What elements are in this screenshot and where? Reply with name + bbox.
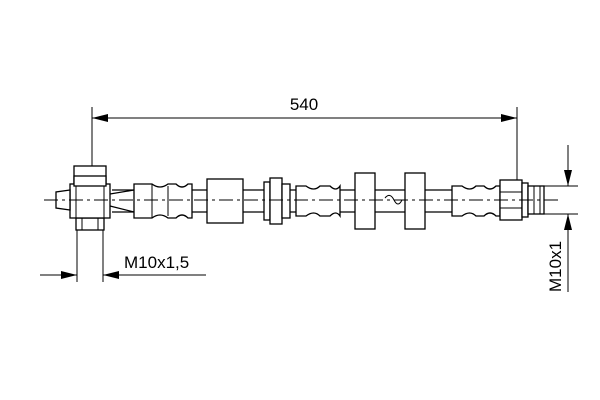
length-dimension: 540 bbox=[91, 95, 518, 180]
hose-bracket bbox=[263, 177, 291, 225]
left-thread-dimension: M10x1,5 bbox=[40, 230, 206, 282]
banjo-thread bbox=[75, 217, 105, 231]
right-ferrule bbox=[451, 185, 501, 217]
bracket-clip bbox=[269, 177, 283, 225]
left-thread-arrow bbox=[61, 271, 77, 279]
right-thread-arrow bbox=[564, 170, 572, 186]
middle-ferrule bbox=[295, 183, 341, 219]
length-arrow-right bbox=[501, 114, 517, 122]
left-thread-label: M10x1,5 bbox=[124, 253, 189, 272]
length-label: 540 bbox=[290, 95, 318, 114]
left-banjo-fitting bbox=[55, 165, 135, 231]
protective-sleeve bbox=[206, 178, 244, 224]
right-thread-label: M10x1 bbox=[546, 241, 565, 292]
banjo-washer bbox=[73, 175, 107, 187]
length-arrow-left bbox=[92, 114, 108, 122]
left-thread-arrow bbox=[103, 271, 119, 279]
left-ferrule bbox=[133, 183, 193, 219]
banjo-neck-top bbox=[109, 189, 135, 195]
right-thread-dimension: M10x1 bbox=[544, 145, 578, 292]
bracket-spring bbox=[281, 183, 291, 219]
ferrule-crimped bbox=[133, 183, 193, 219]
banjo-neck-bottom bbox=[109, 205, 135, 213]
holder-block-left bbox=[354, 172, 376, 230]
right-thread-arrow bbox=[564, 214, 572, 230]
bracket-plate bbox=[263, 181, 271, 221]
holder-block-right bbox=[404, 172, 426, 230]
